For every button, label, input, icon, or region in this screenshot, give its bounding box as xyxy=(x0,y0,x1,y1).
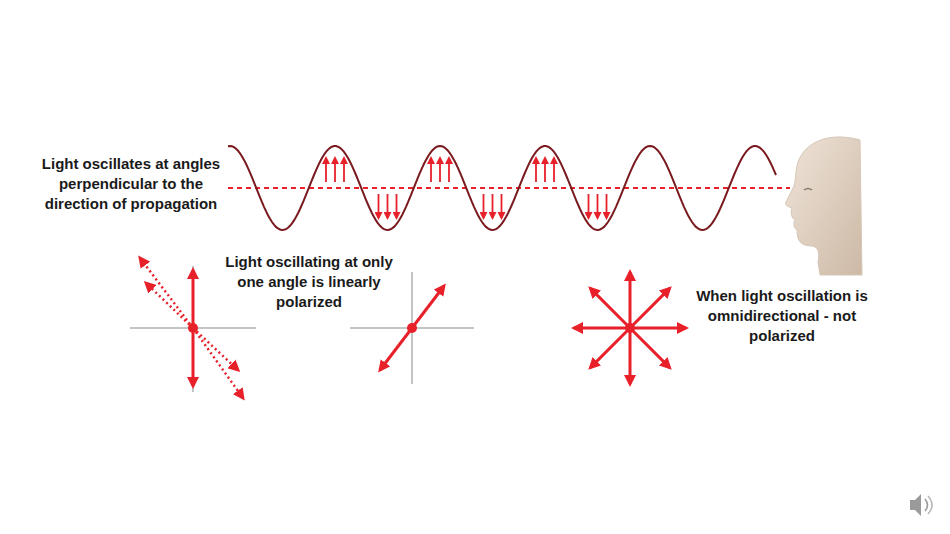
oscillation-arrow xyxy=(439,158,441,182)
unpolarized-star xyxy=(574,272,686,384)
oscillation-arrow xyxy=(448,158,450,182)
oscillation-arrow xyxy=(574,327,630,330)
oscillation-arrow xyxy=(343,158,345,182)
oscillation-arrow xyxy=(597,194,599,218)
oscillation-arrow xyxy=(590,288,630,328)
oscillation-arrow xyxy=(501,194,503,218)
oscillation-arrow xyxy=(492,194,494,218)
oscillation-arrow xyxy=(378,194,380,218)
oscillation-arrow xyxy=(606,194,608,218)
oscillation-arrow xyxy=(629,272,632,328)
oscillation-arrow xyxy=(430,158,432,182)
oscillation-arrow xyxy=(588,194,590,218)
oscillation-arrow xyxy=(590,328,630,368)
oscillation-arrow xyxy=(630,328,670,368)
annotation-text: Light oscillating at only one angle is l… xyxy=(219,252,399,312)
oscillation-arrow xyxy=(483,194,485,218)
wave xyxy=(228,146,790,230)
oscillation-arrow xyxy=(630,327,686,330)
annotation-text: Light oscillates at angles perpendicular… xyxy=(40,154,222,214)
oscillation-arrow xyxy=(396,194,398,218)
oscillation-arrow xyxy=(325,158,327,182)
oscillation-arrow xyxy=(629,328,632,384)
oscillation-arrow xyxy=(387,194,389,218)
oscillation-arrow xyxy=(544,158,546,182)
oscillation-arrow xyxy=(553,158,555,182)
oscillation-arrow xyxy=(535,158,537,182)
face-profile xyxy=(786,137,862,275)
annotation-text: When light oscillation is omnidirectiona… xyxy=(684,286,880,346)
linear-polarization-mixed xyxy=(130,258,256,398)
oscillation-arrow xyxy=(334,158,336,182)
oscillation-arrow xyxy=(630,288,670,328)
speaker-icon xyxy=(910,494,932,516)
